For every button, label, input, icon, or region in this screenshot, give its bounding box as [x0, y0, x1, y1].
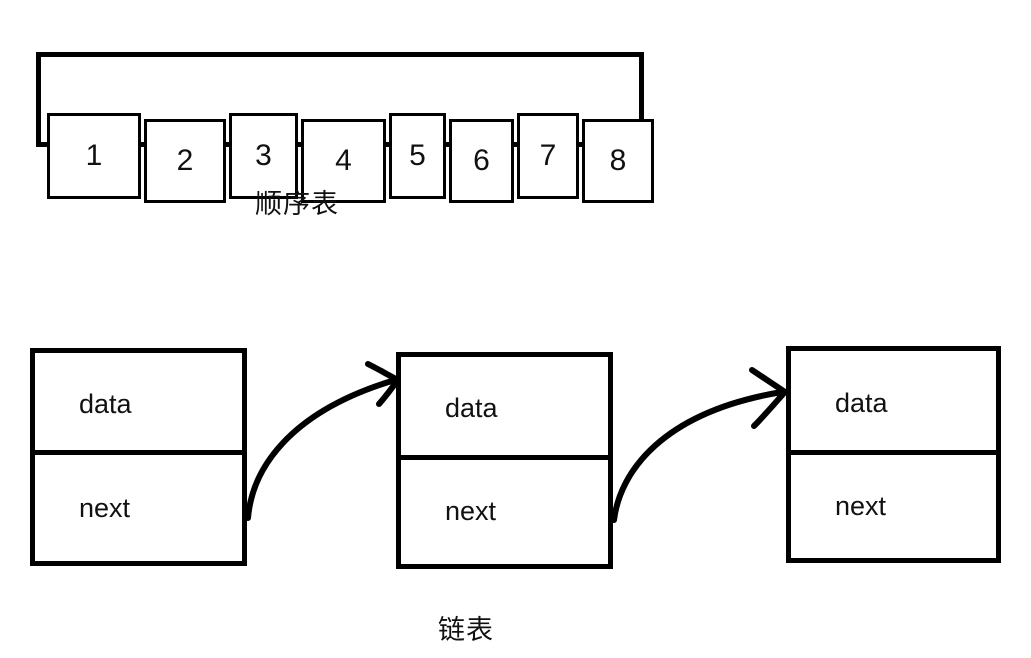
next-pointer-arrow-2-icon — [611, 367, 788, 523]
array-cell-3: 3 — [229, 113, 298, 199]
array-cell-6: 6 — [449, 119, 514, 203]
linked-list-caption: 链表 — [438, 615, 494, 645]
array-cell-5: 5 — [389, 113, 446, 199]
linked-list-node-2: data next — [396, 352, 613, 569]
node-1-next-field: next — [79, 492, 131, 523]
array-cell-2: 2 — [144, 119, 226, 203]
linked-list-node-3: data next — [786, 346, 1001, 563]
node-3-next-field: next — [835, 490, 887, 521]
node-3-data-field: data — [835, 387, 888, 418]
node-3-divider — [791, 450, 996, 455]
node-1-divider — [35, 450, 242, 455]
node-2-divider — [401, 455, 608, 460]
sequential-list-caption: 顺序表 — [255, 189, 339, 219]
array-cell-4: 4 — [301, 119, 386, 203]
linked-list-node-1: data next — [30, 348, 247, 566]
array-cell-8: 8 — [582, 119, 654, 203]
sequential-list-container: 1 2 3 4 5 6 7 8 — [36, 52, 654, 203]
array-cell-1: 1 — [47, 113, 141, 199]
next-pointer-arrow-1-icon — [245, 361, 401, 521]
node-1-data-field: data — [79, 388, 132, 419]
node-2-data-field: data — [445, 393, 498, 423]
array-cell-7: 7 — [517, 113, 579, 199]
node-2-next-field: next — [445, 495, 497, 526]
